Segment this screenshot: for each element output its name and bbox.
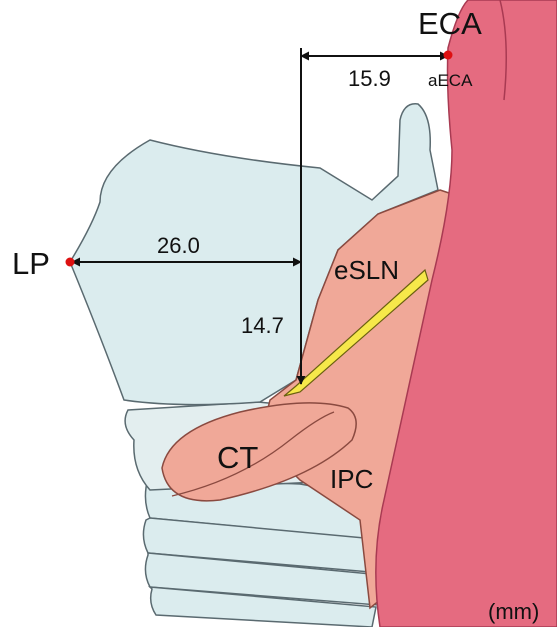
eca-label: ECA: [418, 6, 482, 41]
lp-distance-value: 26.0: [157, 233, 200, 258]
ct-label: CT: [217, 440, 258, 475]
vertical-distance-value: 14.7: [241, 313, 284, 338]
aeca-label: aECA: [428, 71, 473, 90]
esln-label: eSLN: [334, 255, 399, 285]
lp-point: [66, 258, 75, 267]
unit-label: (mm): [488, 599, 539, 624]
ipc-label: IPC: [330, 464, 373, 494]
aeca-point: [444, 51, 453, 60]
lp-label: LP: [12, 246, 50, 281]
eca-distance-value: 15.9: [348, 66, 391, 91]
